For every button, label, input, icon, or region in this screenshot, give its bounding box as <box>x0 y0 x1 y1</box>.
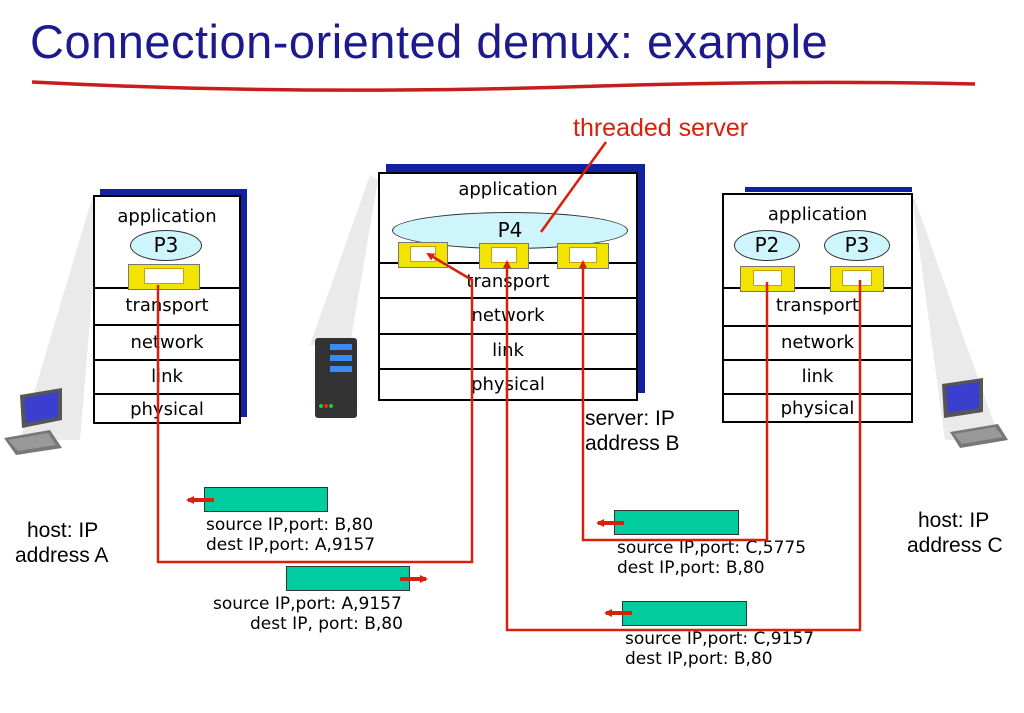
segment-3-dest: dest IP,port: B,80 <box>617 558 765 578</box>
host-a-label-line1: host: IP <box>27 519 99 542</box>
process-p3-host-a: P3 <box>130 230 202 261</box>
socket-host-c-2 <box>830 266 884 292</box>
socket-server-1 <box>398 242 448 268</box>
server-label-line1: server: IP <box>585 407 675 430</box>
socket-server-3 <box>557 243 609 269</box>
title-underline <box>31 80 976 92</box>
host-a-label-line2: address A <box>15 544 109 567</box>
layer-physical: physical <box>380 368 636 401</box>
segment-2-dest: dest IP, port: B,80 <box>250 614 403 634</box>
socket-host-c-1 <box>740 266 795 292</box>
layer-physical: physical <box>95 393 239 424</box>
server-stack: application transport network link physi… <box>378 172 638 401</box>
server-shadow <box>310 175 378 345</box>
process-p2-host-c: P2 <box>734 230 800 261</box>
segment-3 <box>614 510 739 535</box>
segment-2 <box>286 566 410 591</box>
slide-title: Connection-oriented demux: example <box>30 15 829 68</box>
layer-transport: transport <box>724 287 911 325</box>
layer-link: link <box>380 333 636 368</box>
process-p3-host-c: P3 <box>824 230 890 261</box>
segment-3-source: source IP,port: C,5775 <box>617 538 807 558</box>
layer-network: network <box>380 297 636 333</box>
segment-4 <box>622 601 747 626</box>
host-c-label-line1: host: IP <box>918 509 990 532</box>
server-label-line2: address B <box>585 432 680 455</box>
segment-1 <box>204 487 328 512</box>
segment-1-dest: dest IP,port: A,9157 <box>206 535 376 555</box>
host-a-shadow <box>20 195 100 440</box>
socket-host-a <box>128 264 200 290</box>
layer-application: application <box>458 179 558 200</box>
layer-link: link <box>724 359 911 393</box>
segment-2-source: source IP,port: A,9157 <box>213 594 402 614</box>
layer-network: network <box>724 325 911 359</box>
layer-physical: physical <box>724 393 911 423</box>
host-c-shadow <box>912 196 1000 440</box>
layer-link: link <box>95 359 239 393</box>
layer-transport: transport <box>95 287 239 324</box>
host-c-label-line2: address C <box>907 534 1003 557</box>
segment-1-source: source IP,port: B,80 <box>206 515 374 535</box>
layer-network: network <box>95 324 239 359</box>
layer-application: application <box>767 204 868 225</box>
socket-server-2 <box>479 243 529 269</box>
threaded-server-annotation: threaded server <box>573 114 749 142</box>
layer-application: application <box>117 206 217 227</box>
host-c-stack-shadow <box>745 187 912 192</box>
host-c-stack: application transport network link physi… <box>722 193 913 423</box>
segment-4-source: source IP,port: C,9157 <box>625 629 815 649</box>
segment-4-dest: dest IP,port: B,80 <box>625 649 773 669</box>
